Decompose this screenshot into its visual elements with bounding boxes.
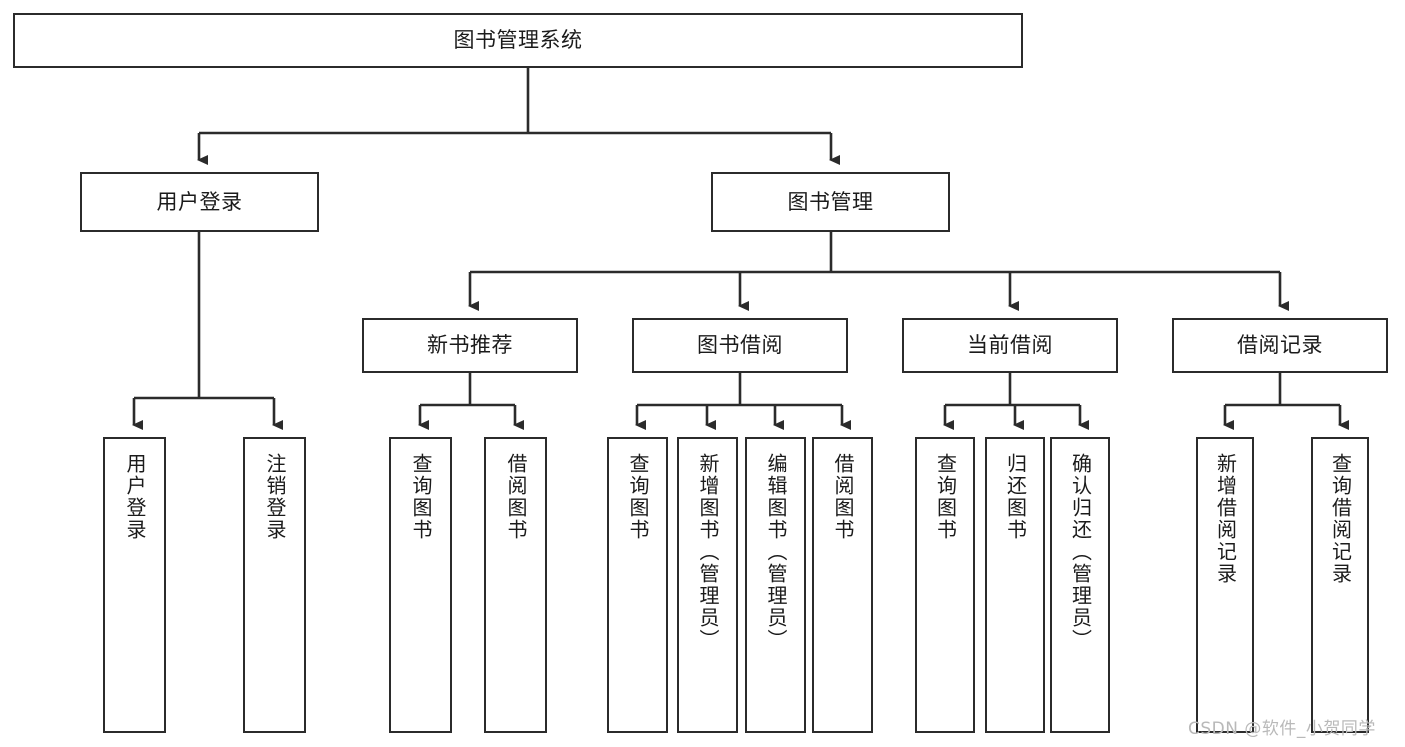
leaf-label: 借阅图书 — [504, 453, 528, 541]
node-book-borrow[interactable]: 图书借阅 — [632, 318, 848, 373]
leaf-label: 新增图书（管理员） — [696, 453, 720, 651]
node-root-label: 图书管理系统 — [453, 28, 583, 53]
leaf-confirm-return-admin[interactable]: 确认归还（管理员） — [1050, 437, 1110, 733]
node-user-login-label: 用户登录 — [156, 189, 243, 214]
node-book-management[interactable]: 图书管理 — [711, 172, 950, 232]
node-new-book-recommend[interactable]: 新书推荐 — [362, 318, 578, 373]
leaf-query-book-borrow[interactable]: 查询图书 — [607, 437, 668, 733]
node-book-management-label: 图书管理 — [787, 189, 874, 214]
leaf-add-book-admin[interactable]: 新增图书（管理员） — [677, 437, 738, 733]
node-user-login[interactable]: 用户登录 — [80, 172, 319, 232]
leaf-borrow-book[interactable]: 借阅图书 — [812, 437, 873, 733]
leaf-query-book-current[interactable]: 查询图书 — [915, 437, 975, 733]
leaf-add-borrow-record[interactable]: 新增借阅记录 — [1196, 437, 1254, 733]
leaf-label: 编辑图书（管理员） — [764, 453, 788, 651]
leaf-user-logout[interactable]: 注销登录 — [243, 437, 306, 733]
node-book-borrow-label: 图书借阅 — [697, 333, 783, 358]
leaf-label: 确认归还（管理员） — [1068, 453, 1093, 651]
leaf-label: 借阅图书 — [831, 453, 855, 541]
leaf-query-book-recommend[interactable]: 查询图书 — [389, 437, 452, 733]
leaf-label: 查询图书 — [409, 453, 433, 541]
node-root[interactable]: 图书管理系统 — [13, 13, 1023, 68]
node-current-borrow[interactable]: 当前借阅 — [902, 318, 1118, 373]
leaf-user-login[interactable]: 用户登录 — [103, 437, 166, 733]
leaf-label: 新增借阅记录 — [1213, 453, 1238, 585]
leaf-label: 查询图书 — [626, 453, 650, 541]
leaf-return-book[interactable]: 归还图书 — [985, 437, 1045, 733]
leaf-label: 归还图书 — [1003, 453, 1028, 541]
leaf-label: 用户登录 — [123, 453, 147, 541]
node-borrow-record[interactable]: 借阅记录 — [1172, 318, 1388, 373]
leaf-label: 注销登录 — [263, 453, 287, 541]
leaf-query-borrow-record[interactable]: 查询借阅记录 — [1311, 437, 1369, 733]
leaf-label: 查询借阅记录 — [1328, 453, 1353, 585]
leaf-edit-book-admin[interactable]: 编辑图书（管理员） — [745, 437, 806, 733]
node-borrow-record-label: 借阅记录 — [1237, 333, 1323, 358]
csdn-watermark: CSDN @软件_小贺同学 — [1188, 719, 1376, 739]
leaf-borrow-book-recommend[interactable]: 借阅图书 — [484, 437, 547, 733]
node-current-borrow-label: 当前借阅 — [967, 333, 1053, 358]
node-new-book-recommend-label: 新书推荐 — [427, 333, 513, 358]
leaf-label: 查询图书 — [933, 453, 958, 541]
